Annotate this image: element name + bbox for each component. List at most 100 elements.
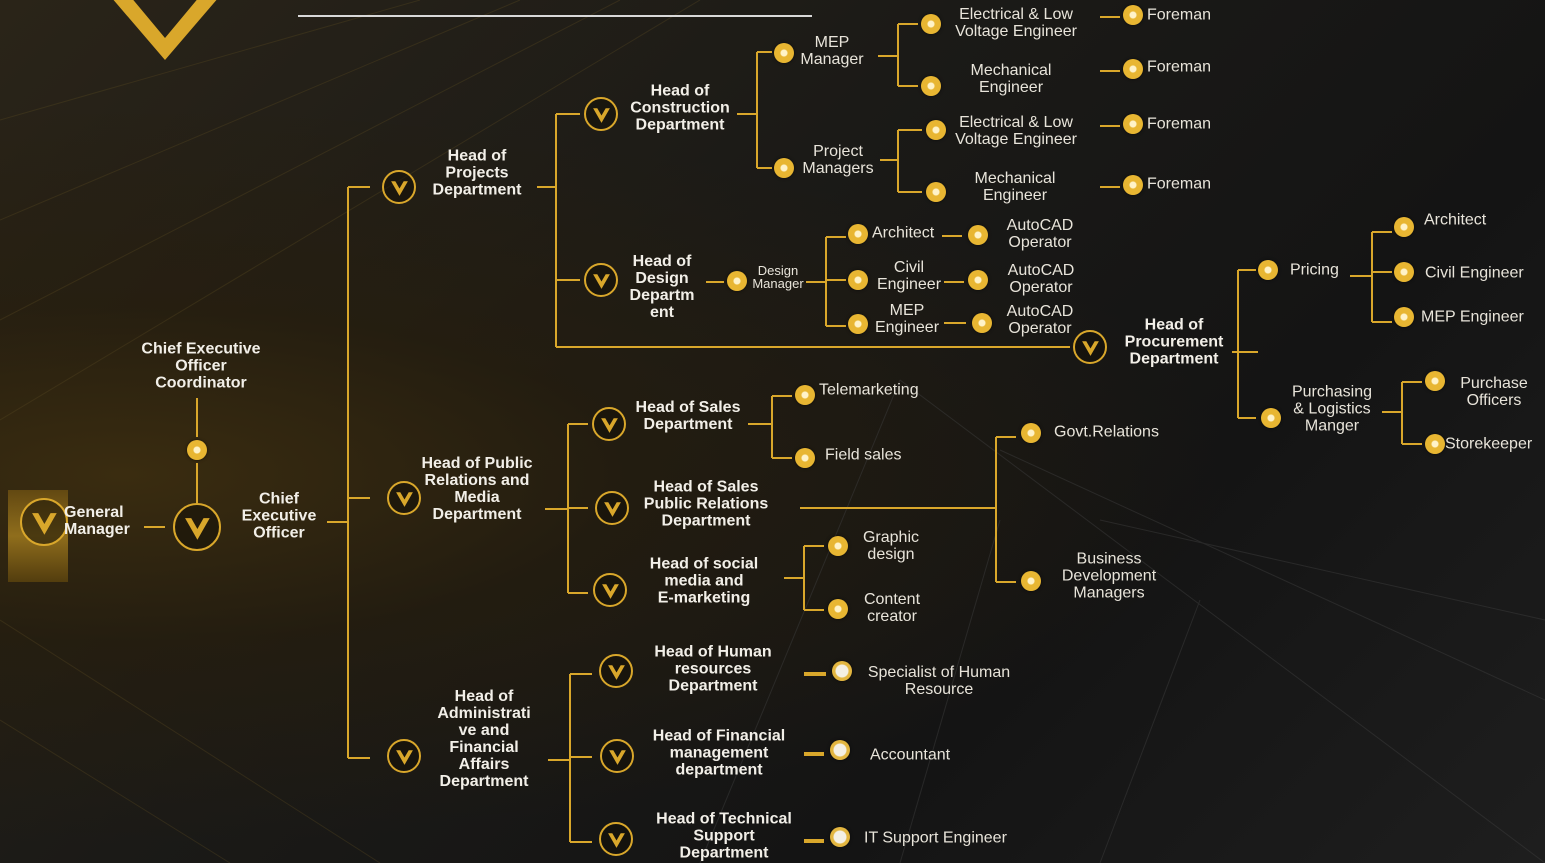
ceo-badge-icon [173, 503, 221, 551]
foreman-4-dot-icon [1123, 175, 1143, 195]
mep-engineer-pricing-label: MEP Engineer [1421, 308, 1524, 326]
accountant-label: Accountant [870, 746, 951, 764]
purchase-officers-label: Purchase Officers [1460, 375, 1528, 409]
graphic-design-label: Graphic design [862, 529, 920, 563]
autocad-1-dot-icon [968, 225, 988, 245]
design-badge-icon [584, 263, 618, 297]
head-sales-pr-label: Head of Sales Public Relations Departmen… [643, 478, 769, 530]
it-support-dot-icon [830, 827, 850, 847]
foreman-3-label: Foreman [1147, 115, 1212, 133]
head-projects-label: Head of Projects Department [432, 147, 522, 199]
architect-design-dot-icon [848, 224, 868, 244]
tech-support-badge-icon [599, 822, 633, 856]
general-manager-label: General Manager [64, 504, 130, 538]
content-creator-dot-icon [828, 599, 848, 619]
govt-relations-dot-icon [1021, 423, 1041, 443]
social-media-badge-icon [593, 573, 627, 607]
project-managers-label: Project Managers [802, 143, 874, 177]
company-logo-icon [113, 0, 217, 60]
mep-engineer-design-label: MEP Engineer [874, 302, 940, 336]
govt-relations-label: Govt.Relations [1054, 423, 1159, 441]
foreman-4-label: Foreman [1147, 175, 1212, 193]
elv-engineer-2-label: Electrical & Low Voltage Engineer [955, 114, 1077, 148]
accountant-dot-icon [830, 740, 850, 760]
storekeeper-dot-icon [1425, 434, 1445, 454]
business-dev-label: Business Development Managers [1061, 550, 1157, 602]
mech-engineer-1-label: Mechanical Engineer [970, 62, 1052, 96]
architect-pricing-label: Architect [1424, 211, 1487, 229]
foreman-2-dot-icon [1123, 59, 1143, 79]
procurement-badge-icon [1073, 330, 1107, 364]
head-hr-label: Head of Human resources Department [654, 643, 772, 695]
elv-engineer-1-dot-icon [921, 14, 941, 34]
graphic-design-dot-icon [828, 536, 848, 556]
autocad-1-label: AutoCAD Operator [1006, 217, 1074, 251]
autocad-3-dot-icon [972, 313, 992, 333]
field-sales-dot-icon [795, 448, 815, 468]
elv-engineer-1-label: Electrical & Low Voltage Engineer [955, 6, 1077, 40]
civil-engineer-design-label: Civil Engineer [876, 259, 942, 293]
autocad-2-dot-icon [968, 270, 988, 290]
general-manager-logo-icon [20, 498, 68, 546]
foreman-3-dot-icon [1123, 114, 1143, 134]
admin-badge-icon [387, 739, 421, 773]
mep-manager-dot-icon [774, 43, 794, 63]
hr-specialist-label: Specialist of Human Resource [867, 664, 1011, 698]
storekeeper-label: Storekeeper [1445, 435, 1533, 453]
business-dev-dot-icon [1021, 571, 1041, 591]
mech-engineer-2-dot-icon [926, 182, 946, 202]
sales-pr-badge-icon [595, 491, 629, 525]
purchase-officers-dot-icon [1425, 371, 1445, 391]
mep-engineer-pricing-dot-icon [1394, 307, 1414, 327]
design-manager-dot-icon [727, 271, 747, 291]
head-construction-label: Head of Construction Department [630, 82, 730, 134]
content-creator-label: Content creator [863, 591, 921, 625]
pricing-dot-icon [1258, 260, 1278, 280]
head-social-label: Head of social media and E-marketing [649, 555, 759, 607]
ceo-coordinator-label: Chief Executive Officer Coordinator [141, 340, 261, 392]
civil-engineer-design-dot-icon [848, 270, 868, 290]
coordinator-dot-icon [187, 440, 207, 460]
civil-engineer-pricing-label: Civil Engineer [1425, 264, 1524, 282]
autocad-2-label: AutoCAD Operator [1007, 262, 1075, 296]
foreman-1-dot-icon [1123, 5, 1143, 25]
architect-design-label: Architect [872, 224, 935, 242]
architect-pricing-dot-icon [1394, 217, 1414, 237]
mep-manager-label: MEP Manager [800, 34, 864, 68]
finance-badge-icon [600, 739, 634, 773]
projects-badge-icon [382, 170, 416, 204]
sales-badge-icon [592, 407, 626, 441]
pr-media-badge-icon [387, 481, 421, 515]
hr-badge-icon [599, 654, 633, 688]
foreman-1-label: Foreman [1147, 6, 1212, 24]
purchasing-manager-dot-icon [1261, 408, 1281, 428]
head-design-label: Head of Design Departm ent [629, 253, 695, 321]
civil-engineer-pricing-dot-icon [1394, 262, 1414, 282]
telemarketing-label: Telemarketing [819, 381, 919, 399]
mech-engineer-1-dot-icon [921, 76, 941, 96]
head-sales-label: Head of Sales Department [635, 399, 741, 433]
elv-engineer-2-dot-icon [926, 120, 946, 140]
hr-specialist-dot-icon [832, 661, 852, 681]
autocad-3-label: AutoCAD Operator [1006, 303, 1074, 337]
head-tech-label: Head of Technical Support Department [656, 810, 792, 862]
mep-engineer-design-dot-icon [848, 314, 868, 334]
design-manager-label: Design Manager [752, 263, 804, 291]
head-admin-label: Head of Administrati ve and Financial Af… [437, 688, 531, 790]
it-support-label: IT Support Engineer [864, 829, 1007, 847]
top-divider-line [298, 15, 812, 17]
mech-engineer-2-label: Mechanical Engineer [974, 170, 1056, 204]
ceo-label: Chief Executive Officer [241, 490, 317, 542]
field-sales-label: Field sales [825, 446, 902, 464]
head-procurement-label: Head of Procurement Department [1124, 316, 1224, 368]
construction-badge-icon [584, 97, 618, 131]
foreman-2-label: Foreman [1147, 58, 1212, 76]
telemarketing-dot-icon [795, 385, 815, 405]
head-finance-label: Head of Financial management department [652, 727, 786, 779]
purchasing-manager-label: Purchasing & Logistics Manger [1291, 383, 1373, 435]
pricing-label: Pricing [1290, 261, 1339, 279]
head-pr-media-label: Head of Public Relations and Media Depar… [421, 455, 533, 523]
project-managers-dot-icon [774, 158, 794, 178]
